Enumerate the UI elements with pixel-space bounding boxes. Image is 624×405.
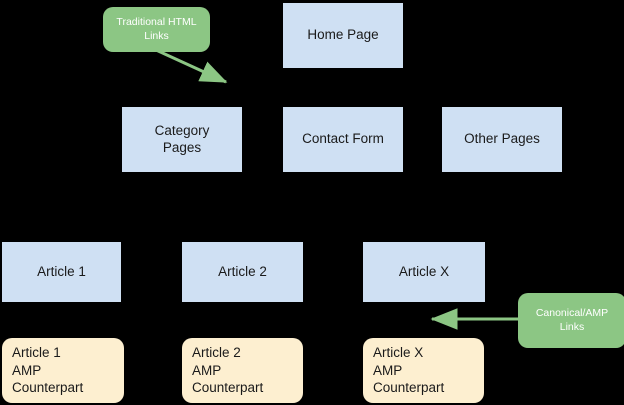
node-contact-form[interactable]: Contact Form — [283, 107, 403, 172]
node-other-pages[interactable]: Other Pages — [442, 107, 562, 172]
node-article-1-amp[interactable]: Article 1 AMP Counterpart — [2, 338, 124, 403]
node-article-2-amp[interactable]: Article 2 AMP Counterpart — [182, 338, 303, 403]
node-home-page[interactable]: Home Page — [283, 3, 403, 68]
node-article-x[interactable]: Article X — [363, 242, 485, 302]
callout-canonical-amp-links[interactable]: Canonical/AMP Links — [518, 293, 624, 348]
node-article-x-amp[interactable]: Article X AMP Counterpart — [363, 338, 484, 403]
node-article-2[interactable]: Article 2 — [182, 242, 303, 302]
node-category-pages[interactable]: Category Pages — [122, 107, 242, 172]
node-article-1[interactable]: Article 1 — [2, 242, 121, 302]
callout-traditional-html-links[interactable]: Traditional HTML Links — [103, 7, 210, 52]
arrow-traditional-html-links — [155, 48, 228, 84]
